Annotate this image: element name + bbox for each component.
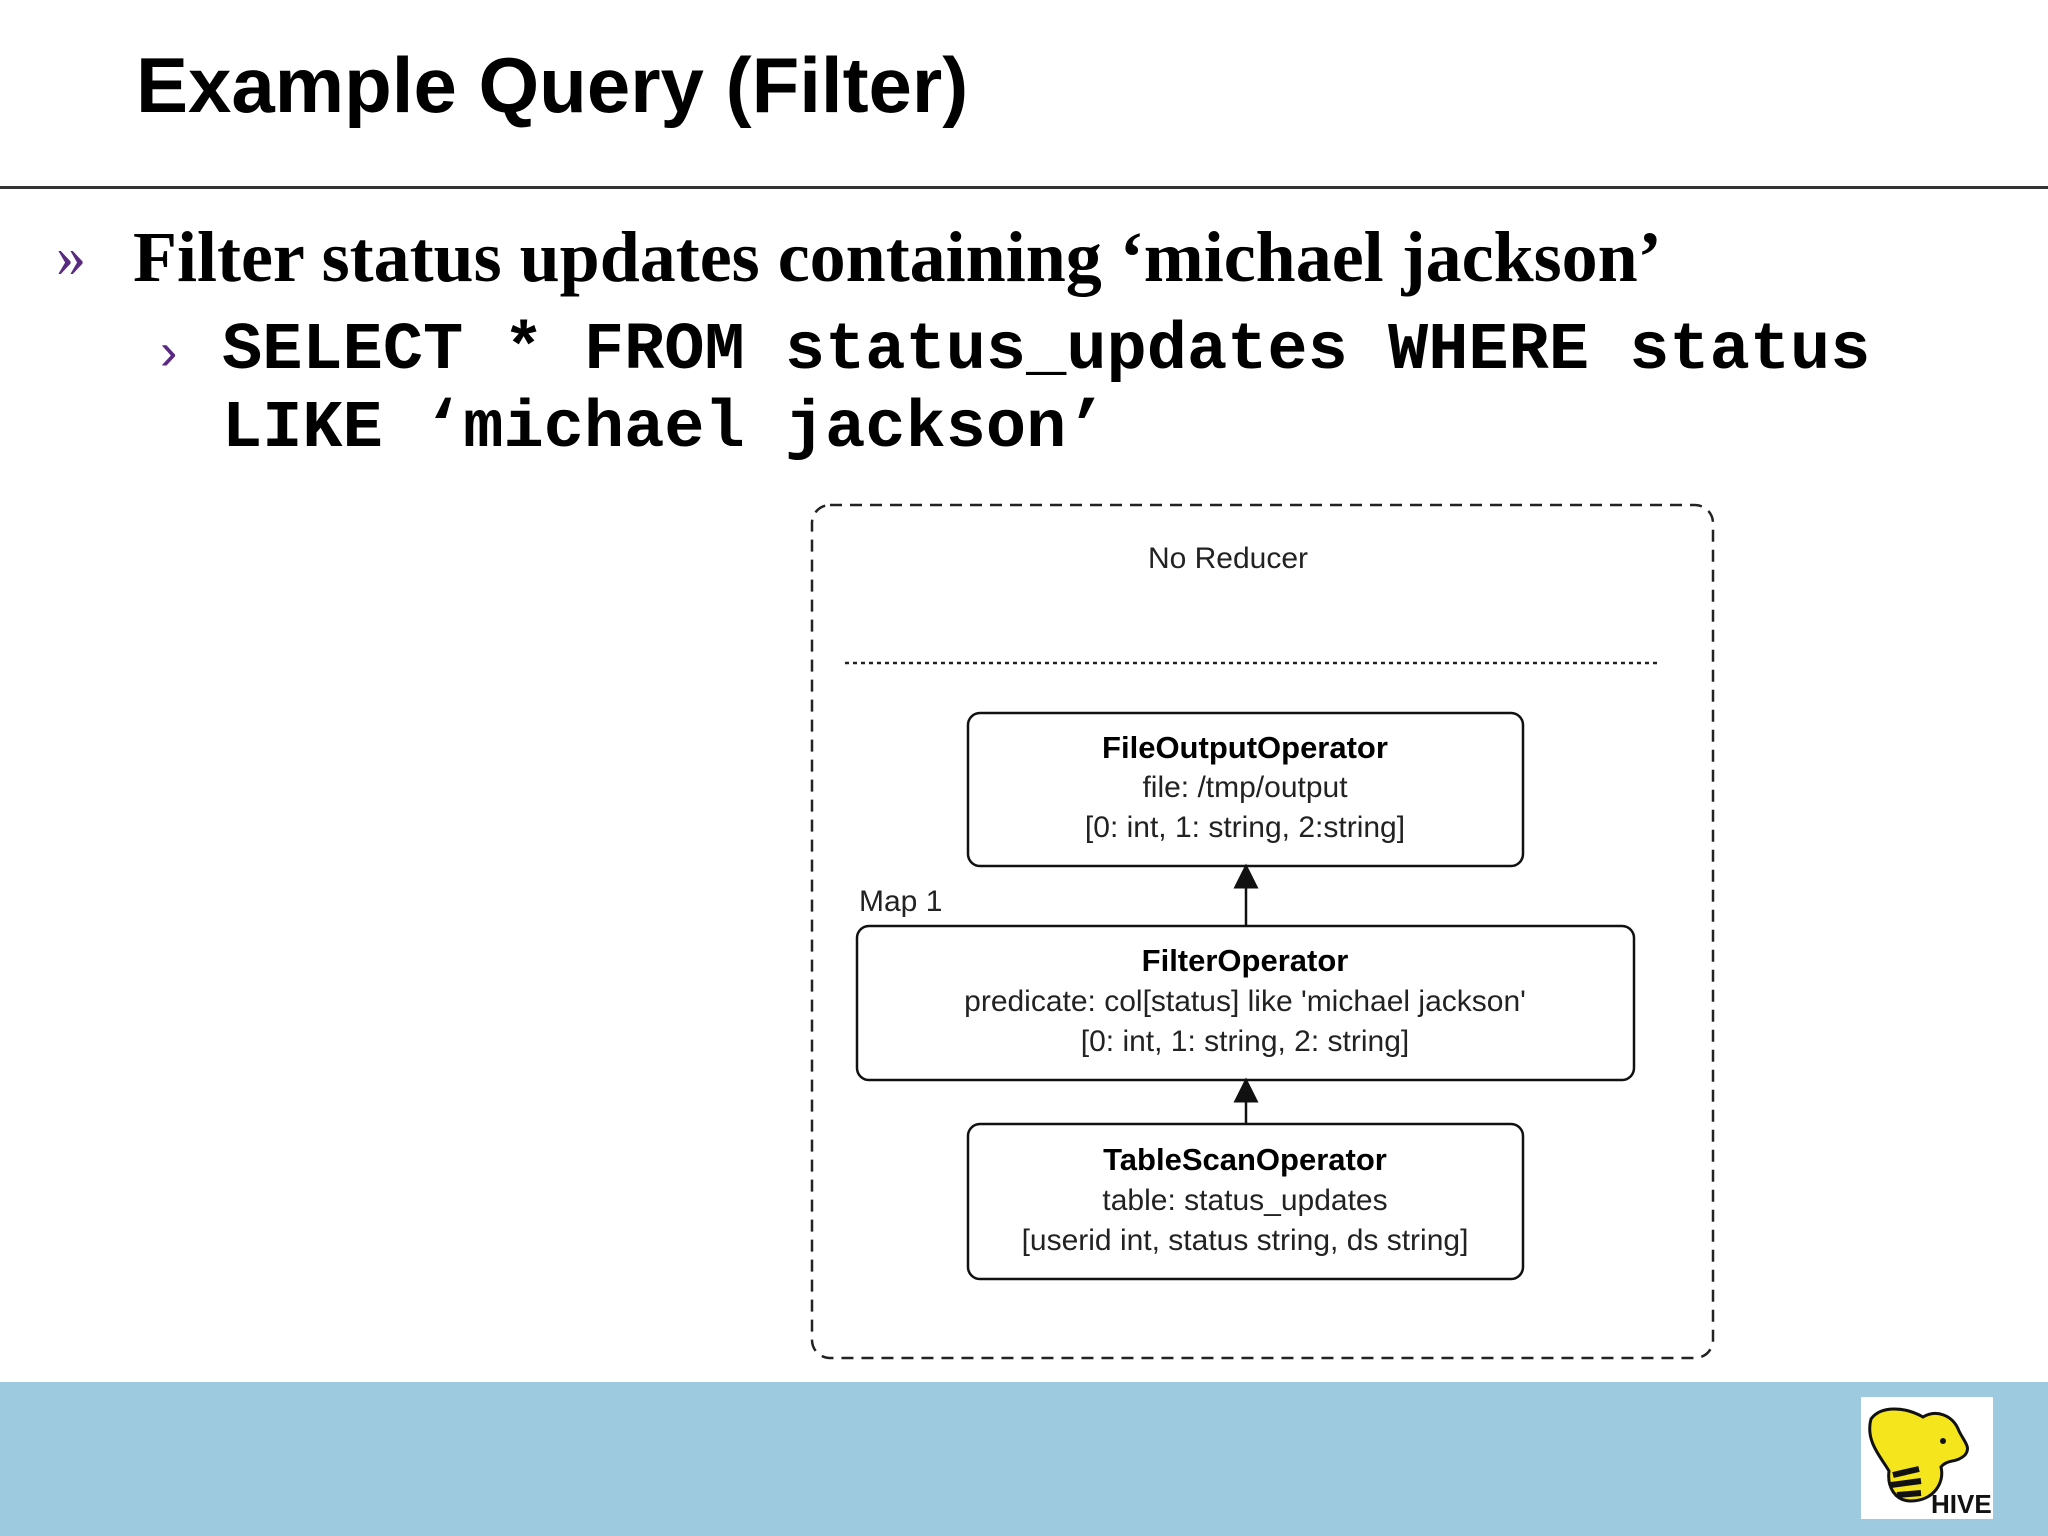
operator-detail: table: status_updates — [1102, 1184, 1387, 1217]
operator-name: FileOutputOperator — [1102, 730, 1388, 765]
footer-bar — [0, 1382, 2048, 1536]
operator-name: FilterOperator — [1142, 943, 1349, 978]
operator-schema: [userid int, status string, ds string] — [1022, 1224, 1469, 1257]
bullet-marker: » — [56, 223, 86, 289]
slide-title: Example Query (Filter) — [136, 41, 969, 129]
sql-line-1: SELECT * FROM status_updates WHERE statu… — [222, 313, 1871, 389]
sql-query: SELECT * FROM status_updates WHERE statu… — [222, 312, 1870, 468]
hive-logo: HIVE — [1861, 1397, 1993, 1519]
operator-detail: file: /tmp/output — [1142, 771, 1348, 804]
logo-text: HIVE — [1931, 1489, 1992, 1519]
no-reducer-label: No Reducer — [1148, 542, 1308, 575]
map-reduce-stage-box — [810, 503, 1715, 1360]
operator-schema: [0: int, 1: string, 2:string] — [1085, 811, 1405, 844]
title-divider — [0, 186, 2048, 189]
sub-bullet-marker: › — [160, 323, 178, 381]
operator-detail: predicate: col[status] like 'michael jac… — [964, 985, 1526, 1018]
map-label: Map 1 — [859, 885, 942, 918]
hive-elephant-bee-logo-icon: HIVE — [1868, 1407, 1992, 1519]
sql-line-2: LIKE ‘michael jackson’ — [222, 391, 1107, 467]
operator-schema: [0: int, 1: string, 2: string] — [1081, 1025, 1409, 1058]
bullet-text: Filter status updates containing ‘michae… — [133, 217, 1662, 297]
operator-diagram: No Reducer FileOutputOperator file: /tmp… — [810, 503, 1715, 1360]
operator-name: TableScanOperator — [1103, 1142, 1387, 1177]
